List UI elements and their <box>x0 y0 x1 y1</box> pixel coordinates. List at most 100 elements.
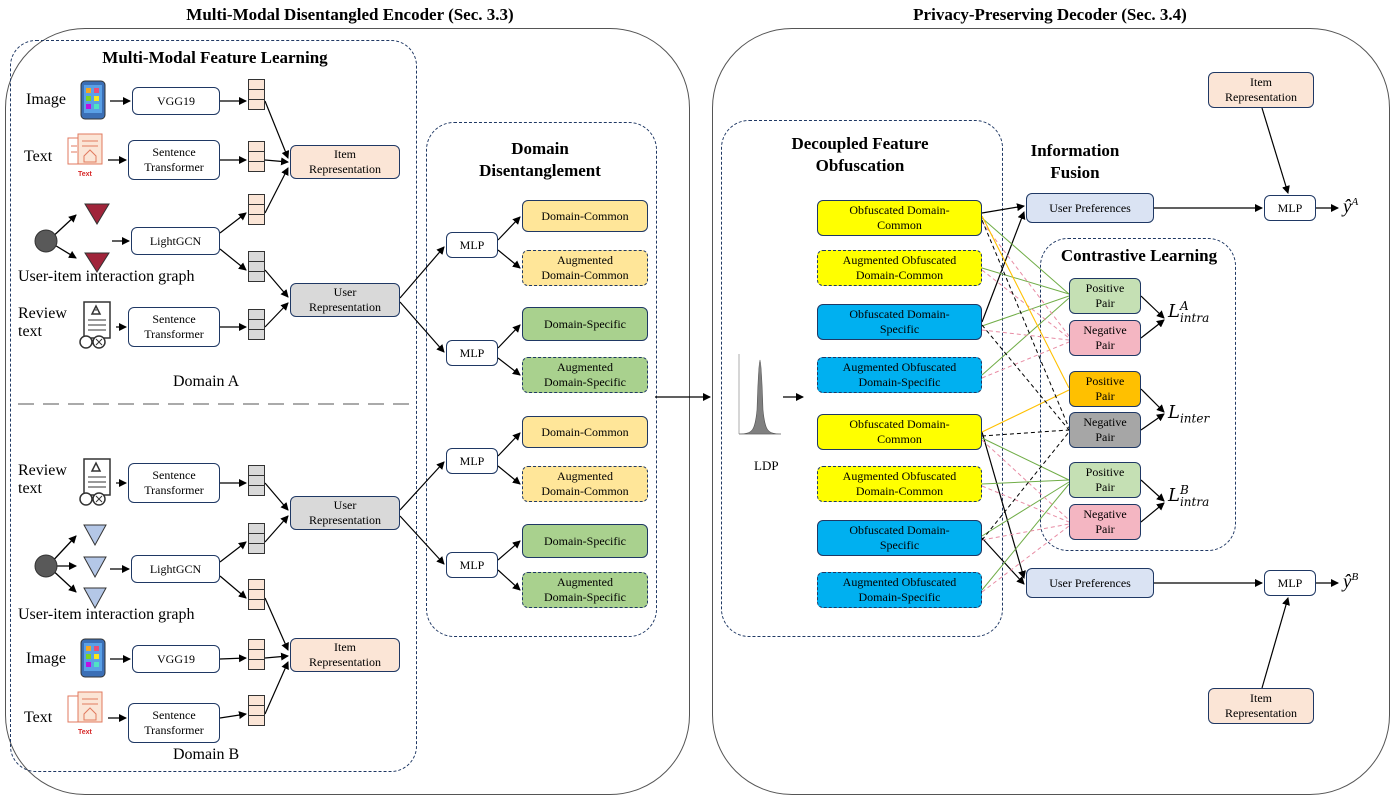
text-label-b: Text <box>24 709 53 726</box>
domain-b-label: Domain B <box>173 746 240 763</box>
encoder-panel <box>5 28 690 795</box>
text-document-icon: Text <box>67 133 103 178</box>
item-node-icon <box>84 203 110 225</box>
domain-a-label: Domain A <box>173 373 240 390</box>
vgg19-box-a: VGG19 <box>132 87 220 115</box>
domain-specific-box-a: Domain-Specific <box>522 307 648 341</box>
obfuscated-specific-text: Obfuscated Domain-Specific <box>849 523 950 552</box>
obfuscated-common-text: Obfuscated Domain-Common <box>849 203 950 232</box>
loss-intra-b-symbol: L <box>1168 485 1180 506</box>
embedding-vector <box>248 194 265 225</box>
obfuscated-common-text: Obfuscated Domain-Common <box>849 417 950 446</box>
user-node-icon <box>34 554 58 578</box>
loss-inter-label: Linter <box>1168 402 1209 426</box>
domain-common-box-b: Domain-Common <box>522 416 648 448</box>
loss-intra-a-sup: A <box>1179 299 1189 313</box>
prediction-a-symbol: ŷ <box>1343 196 1352 218</box>
embedding-vector <box>248 695 265 726</box>
domain-common-box-a: Domain-Common <box>522 200 648 232</box>
loss-intra-b-sup: B <box>1179 483 1189 497</box>
embedding-vector <box>248 251 265 282</box>
text-label-a: Text <box>24 148 53 165</box>
prediction-a-sup: A <box>1351 196 1359 208</box>
lightgcn-box-a: LightGCN <box>131 227 220 255</box>
obfuscated-specific-text: Obfuscated Domain-Specific <box>849 307 950 336</box>
mlp-box-prediction-a: MLP <box>1264 195 1316 221</box>
loss-inter-symbol: L <box>1168 402 1180 423</box>
image-label-a: Image <box>26 91 66 108</box>
graph-label-a: User-item interaction graph <box>18 268 195 285</box>
svg-text:Text: Text <box>78 729 93 736</box>
review-document-icon <box>79 301 111 349</box>
embedding-vector <box>248 523 265 554</box>
prediction-b-sup: B <box>1351 571 1359 583</box>
mlp-box-a-common: MLP <box>446 232 498 258</box>
interaction-graph-icon <box>34 203 110 273</box>
contrastive-learning-group <box>1040 238 1236 551</box>
obfuscated-specific-box-a: Obfuscated Domain-Specific <box>817 304 982 340</box>
feature-learning-group <box>10 40 417 772</box>
loss-intra-a-symbol: L <box>1168 301 1180 322</box>
mlp-box-a-specific: MLP <box>446 340 498 366</box>
lightgcn-box-b: LightGCN <box>131 555 220 583</box>
domain-disentanglement-group <box>426 122 657 637</box>
embedding-vector <box>248 141 265 172</box>
phone-image-icon <box>80 80 106 120</box>
ldp-label: LDP <box>754 458 779 473</box>
loss-inter-sub: inter <box>1179 411 1210 426</box>
embedding-vector <box>248 465 265 496</box>
domain-specific-box-b: Domain-Specific <box>522 524 648 558</box>
obfuscated-specific-box-b: Obfuscated Domain-Specific <box>817 520 982 556</box>
user-preferences-box-b: User Preferences <box>1026 568 1154 598</box>
user-preferences-box-a: User Preferences <box>1026 193 1154 223</box>
phone-image-icon <box>80 638 106 678</box>
svg-text:Text: Text <box>78 171 93 178</box>
image-label-b: Image <box>26 650 66 667</box>
item-node-icon <box>84 252 110 273</box>
feature-learning-title: Multi-Modal Feature Learning <box>102 48 328 67</box>
prediction-b-symbol: ŷ <box>1343 571 1352 593</box>
embedding-vector <box>248 639 265 670</box>
feature-obfuscation-group <box>721 120 1003 637</box>
decoder-title: Privacy-Preserving Decoder (Sec. 3.4) <box>913 5 1187 24</box>
